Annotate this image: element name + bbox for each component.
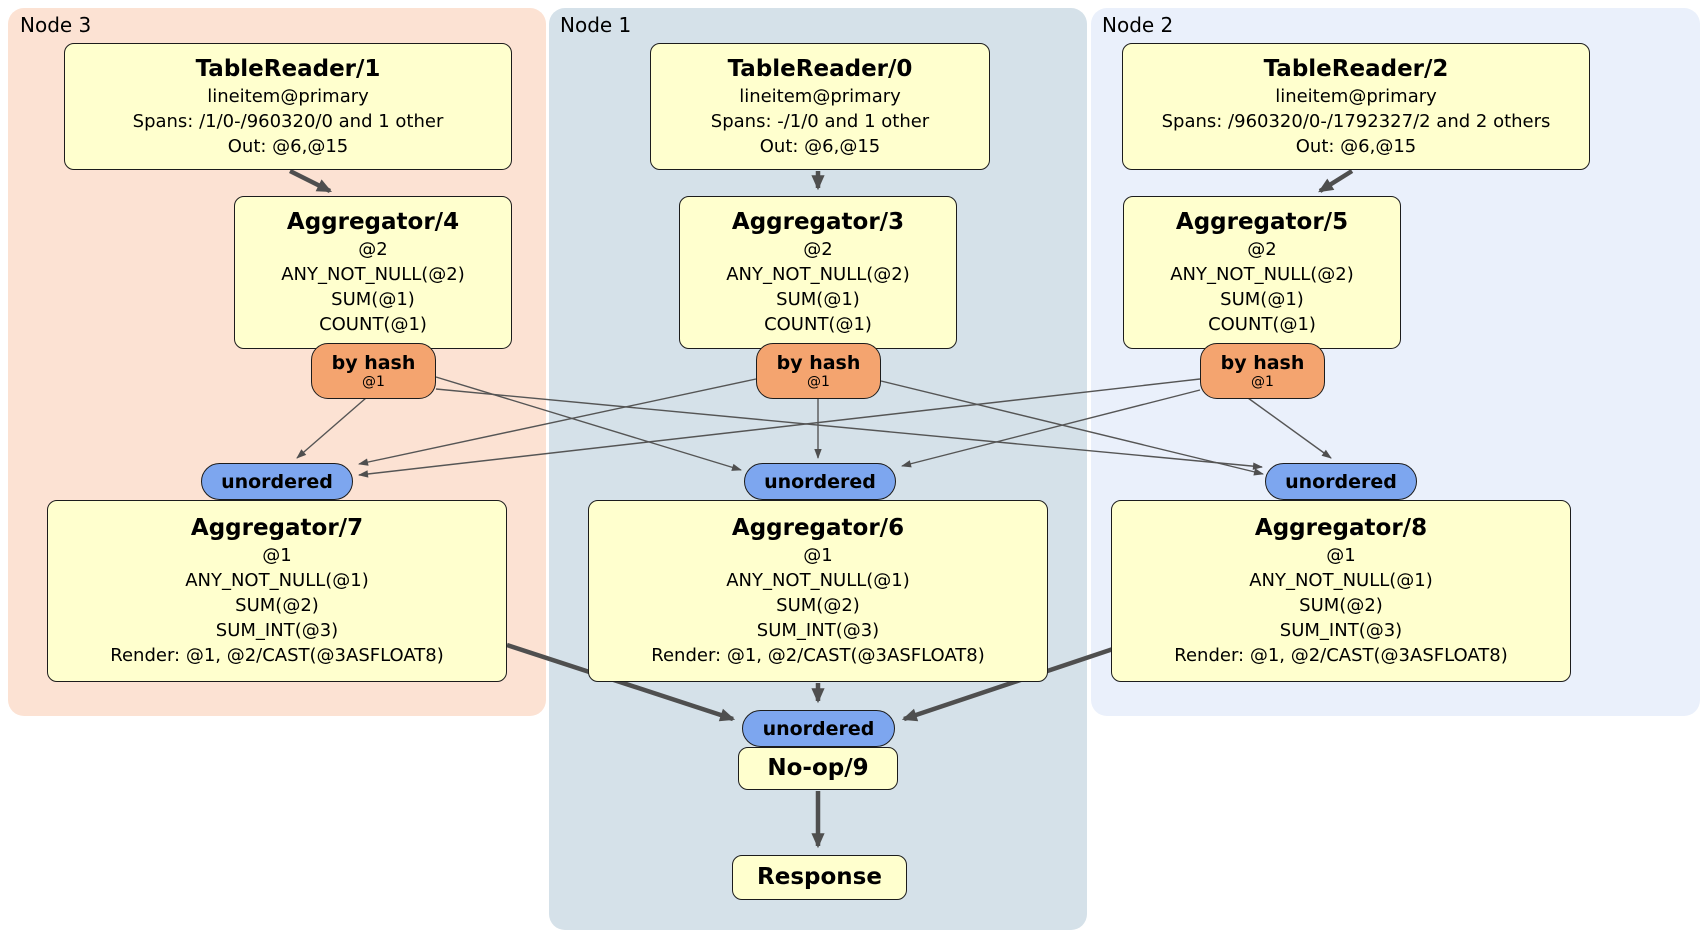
processor-tablereader-1: TableReader/1 lineitem@primary Spans: /1… <box>64 43 512 170</box>
router-detail: @1 <box>1251 373 1274 390</box>
processor-detail: @2 <box>358 239 388 260</box>
processor-title: Response <box>757 864 882 890</box>
processor-detail: @1 <box>803 545 833 566</box>
processor-detail: ANY_NOT_NULL(@1) <box>185 570 369 591</box>
processor-detail: ANY_NOT_NULL(@2) <box>726 264 910 285</box>
router-detail: @1 <box>362 373 385 390</box>
processor-detail: @2 <box>803 239 833 260</box>
processor-aggregator-5: Aggregator/5 @2 ANY_NOT_NULL(@2) SUM(@1)… <box>1123 196 1401 349</box>
processor-title: TableReader/2 <box>1263 55 1449 82</box>
sync-unordered-final: unordered <box>742 710 895 747</box>
processor-response: Response <box>732 855 907 900</box>
router-detail: @1 <box>807 373 830 390</box>
processor-title: TableReader/1 <box>195 55 381 82</box>
processor-detail: SUM(@1) <box>331 289 415 310</box>
processor-detail: Render: @1, @2/CAST(@3ASFLOAT8) <box>651 645 985 666</box>
processor-detail: ANY_NOT_NULL(@2) <box>1170 264 1354 285</box>
processor-detail: ANY_NOT_NULL(@2) <box>281 264 465 285</box>
processor-detail: @1 <box>1326 545 1356 566</box>
processor-detail: SUM(@1) <box>776 289 860 310</box>
sync-label: unordered <box>221 470 333 493</box>
processor-detail: Out: @6,@15 <box>227 135 349 157</box>
sync-label: unordered <box>762 717 875 740</box>
processor-title: Aggregator/7 <box>190 515 364 541</box>
processor-tablereader-2: TableReader/2 lineitem@primary Spans: /9… <box>1122 43 1590 170</box>
processor-detail: SUM_INT(@3) <box>1279 620 1403 641</box>
processor-aggregator-4: Aggregator/4 @2 ANY_NOT_NULL(@2) SUM(@1)… <box>234 196 512 349</box>
processor-detail: @1 <box>262 545 292 566</box>
processor-detail: SUM(@2) <box>776 595 860 616</box>
sync-unordered-left: unordered <box>201 463 353 500</box>
processor-detail: COUNT(@1) <box>319 314 427 335</box>
processor-detail: Spans: /960320/0-/1792327/2 and 2 others <box>1161 110 1551 132</box>
processor-detail: lineitem@primary <box>739 85 901 107</box>
router-label: by hash <box>776 351 861 374</box>
processor-detail: lineitem@primary <box>1275 85 1437 107</box>
sync-unordered-right: unordered <box>1265 463 1417 500</box>
processor-detail: SUM(@2) <box>235 595 319 616</box>
processor-tablereader-0: TableReader/0 lineitem@primary Spans: -/… <box>650 43 990 170</box>
router-label: by hash <box>331 351 416 374</box>
processor-detail: Render: @1, @2/CAST(@3ASFLOAT8) <box>1174 645 1508 666</box>
processor-detail: ANY_NOT_NULL(@1) <box>1249 570 1433 591</box>
processor-detail: Out: @6,@15 <box>759 135 881 157</box>
processor-detail: lineitem@primary <box>207 85 369 107</box>
router-label: by hash <box>1220 351 1305 374</box>
router-by-hash-center: by hash @1 <box>756 343 881 399</box>
processor-aggregator-8: Aggregator/8 @1 ANY_NOT_NULL(@1) SUM(@2)… <box>1111 500 1571 682</box>
processor-title: No-op/9 <box>767 755 869 781</box>
processor-title: Aggregator/3 <box>731 209 905 235</box>
processor-detail: SUM_INT(@3) <box>215 620 339 641</box>
sync-unordered-center: unordered <box>744 463 896 500</box>
processor-detail: SUM_INT(@3) <box>756 620 880 641</box>
processor-detail: @2 <box>1247 239 1277 260</box>
processor-detail: Out: @6,@15 <box>1295 135 1417 157</box>
processor-detail: Spans: /1/0-/960320/0 and 1 other <box>132 110 444 132</box>
processor-aggregator-3: Aggregator/3 @2 ANY_NOT_NULL(@2) SUM(@1)… <box>679 196 957 349</box>
panel-label-node3: Node 3 <box>20 13 92 37</box>
panel-label-node1: Node 1 <box>560 13 632 37</box>
processor-detail: SUM(@2) <box>1299 595 1383 616</box>
processor-title: Aggregator/8 <box>1254 515 1428 541</box>
processor-aggregator-6: Aggregator/6 @1 ANY_NOT_NULL(@1) SUM(@2)… <box>588 500 1048 682</box>
processor-noop-9: No-op/9 <box>738 747 898 790</box>
processor-detail: ANY_NOT_NULL(@1) <box>726 570 910 591</box>
processor-detail: Render: @1, @2/CAST(@3ASFLOAT8) <box>110 645 444 666</box>
router-by-hash-left: by hash @1 <box>311 343 436 399</box>
processor-title: Aggregator/6 <box>731 515 905 541</box>
processor-title: Aggregator/5 <box>1175 209 1349 235</box>
processor-detail: SUM(@1) <box>1220 289 1304 310</box>
processor-detail: COUNT(@1) <box>1208 314 1316 335</box>
panel-label-node2: Node 2 <box>1102 13 1174 37</box>
processor-detail: Spans: -/1/0 and 1 other <box>710 110 930 132</box>
router-by-hash-right: by hash @1 <box>1200 343 1325 399</box>
processor-detail: COUNT(@1) <box>764 314 872 335</box>
sync-label: unordered <box>1285 470 1397 493</box>
processor-aggregator-7: Aggregator/7 @1 ANY_NOT_NULL(@1) SUM(@2)… <box>47 500 507 682</box>
sync-label: unordered <box>764 470 876 493</box>
processor-title: Aggregator/4 <box>286 209 460 235</box>
processor-title: TableReader/0 <box>727 55 913 82</box>
